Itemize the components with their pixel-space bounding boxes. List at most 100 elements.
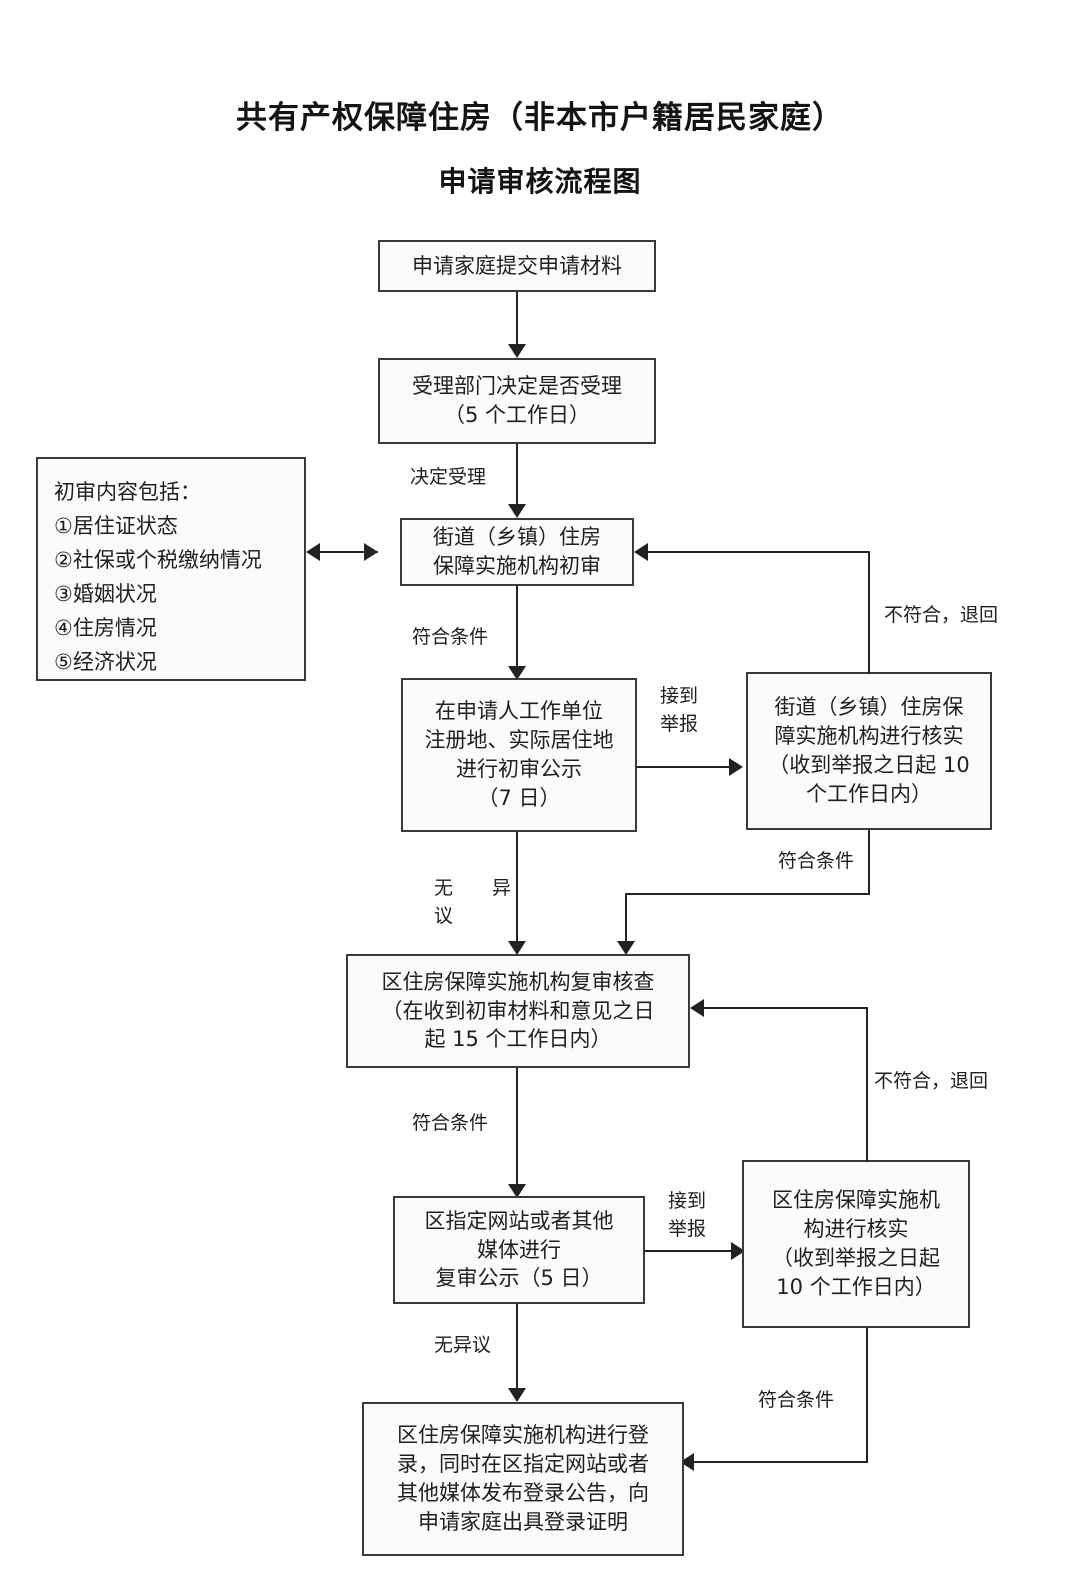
node-district-verify-line-2: 构进行核实 bbox=[803, 1217, 909, 1242]
note-item-3: ③婚姻状况 bbox=[54, 582, 157, 607]
node-district-verify-line-1: 区住房保障实施机 bbox=[772, 1188, 940, 1213]
node-district-verify-line-4: 10 个工作日内） bbox=[776, 1274, 936, 1299]
edge-label-meets-4-text: 符合条件 bbox=[758, 1389, 835, 1411]
node-registration-line-1: 区住房保障实施机构进行登 bbox=[397, 1423, 649, 1448]
arrowhead-district-to-second-publicity bbox=[508, 1184, 526, 1198]
node-street-verify-line-1: 街道（乡镇）住房保 bbox=[774, 695, 964, 720]
node-street-verify-line-3: （收到举报之日起 10 bbox=[768, 753, 970, 777]
node-second-publicity-line-1: 区指定网站或者其他 bbox=[424, 1208, 614, 1233]
node-second-publicity-line-2: 媒体进行 bbox=[477, 1237, 561, 1262]
connector-reject-2-vertical bbox=[866, 1007, 868, 1162]
node-district-review-line-3: 起 15 个工作日内） bbox=[424, 1027, 612, 1052]
node-first-publicity: 在申请人工作单位 注册地、实际居住地 进行初审公示 （7 日） bbox=[401, 678, 637, 832]
node-second-publicity-line-3: 复审公示（5 日） bbox=[435, 1266, 603, 1291]
note-item-2: ②社保或个税缴纳情况 bbox=[54, 548, 262, 573]
edge-label-no-objection-2: 无异议 bbox=[434, 1332, 491, 1360]
node-street-review-line-1: 街道（乡镇）住房 bbox=[433, 525, 601, 550]
node-first-publicity-line-1: 在申请人工作单位 bbox=[435, 699, 603, 724]
node-street-verification: 街道（乡镇）住房保 障实施机构进行核实 （收到举报之日起 10 个工作日内） bbox=[746, 672, 992, 830]
connector-meets-4-horizontal bbox=[694, 1461, 868, 1463]
note-item-5: ⑤经济状况 bbox=[54, 650, 157, 675]
connector-no-objection-1 bbox=[516, 832, 518, 943]
arrowhead-note-side bbox=[306, 543, 320, 561]
edge-label-no-objection-1a-text: 无 异 bbox=[434, 877, 522, 899]
connector-submit-to-accept bbox=[516, 292, 518, 346]
arrowhead-publicity-to-street-verify bbox=[729, 758, 743, 776]
connector-reject-1-horizontal bbox=[648, 551, 870, 553]
edge-label-report-received-2: 接到 举报 bbox=[668, 1188, 706, 1243]
node-district-verification: 区住房保障实施机 构进行核实 （收到举报之日起 10 个工作日内） bbox=[742, 1160, 970, 1328]
edge-label-meets-1-text: 符合条件 bbox=[412, 626, 489, 648]
edge-label-reject-2-text: 不符合，退回 bbox=[874, 1070, 989, 1092]
edge-label-meets-condition-2: 符合条件 bbox=[778, 848, 854, 876]
connector-no-objection-2 bbox=[516, 1304, 518, 1390]
node-district-review-line-1: 区住房保障实施机构复审核查 bbox=[381, 969, 655, 994]
arrowhead-reject-1 bbox=[634, 543, 648, 561]
arrowhead-second-publicity-to-district-verify bbox=[731, 1242, 745, 1260]
node-registration-line-4: 申请家庭出具登录证明 bbox=[418, 1509, 628, 1534]
node-street-verify-line-2: 障实施机构进行核实 bbox=[774, 724, 964, 749]
node-second-publicity: 区指定网站或者其他 媒体进行 复审公示（5 日） bbox=[393, 1196, 645, 1304]
node-district-review-line-2: （在收到初审材料和意见之日 bbox=[381, 998, 655, 1023]
page-title-main: 共有产权保障住房（非本市户籍居民家庭） bbox=[236, 100, 844, 136]
edge-label-report-2b-text: 举报 bbox=[668, 1217, 707, 1240]
page-title-sub: 申请审核流程图 bbox=[438, 165, 642, 198]
node-registration-line-2: 录，同时在区指定网站或者 bbox=[397, 1452, 649, 1477]
node-street-initial-review: 街道（乡镇）住房 保障实施机构初审 bbox=[400, 518, 634, 586]
edge-label-report-received-1: 接到 举报 bbox=[660, 683, 698, 738]
edge-label-reject-1-text: 不符合，退回 bbox=[884, 604, 999, 626]
connector-reject-2-horizontal bbox=[704, 1007, 868, 1009]
connector-reject-1-vertical bbox=[868, 551, 870, 674]
node-submit-line-1: 申请家庭提交申请材料 bbox=[412, 253, 622, 278]
connector-meets-4-vertical bbox=[866, 1328, 868, 1461]
arrowhead-submit-to-accept bbox=[508, 344, 526, 358]
node-street-review-line-2: 保障实施机构初审 bbox=[433, 554, 601, 578]
note-initial-review-contents: 初审内容包括： ①居住证状态 ②社保或个税缴纳情况 ③婚姻状况 ④住房情况 ⑤经… bbox=[36, 457, 306, 681]
edge-label-report-1b-text: 举报 bbox=[660, 712, 699, 735]
node-district-recheck: 区住房保障实施机构复审核查 （在收到初审材料和意见之日 起 15 个工作日内） bbox=[346, 954, 690, 1068]
node-first-publicity-line-4: （7 日） bbox=[477, 785, 561, 810]
arrowhead-accept-to-street bbox=[508, 504, 526, 518]
edge-label-reject-2: 不符合，退回 bbox=[874, 1068, 988, 1096]
edge-label-decide-accept-text: 决定受理 bbox=[410, 466, 487, 488]
edge-label-reject-1: 不符合，退回 bbox=[884, 602, 998, 630]
arrowhead-no-objection-2 bbox=[508, 1388, 526, 1402]
note-heading: 初审内容包括： bbox=[54, 480, 201, 504]
edge-label-meets-3-text: 符合条件 bbox=[412, 1112, 489, 1134]
node-accept-line-2: （5 个工作日） bbox=[443, 403, 591, 427]
edge-label-report-1a-text: 接到 bbox=[660, 685, 699, 707]
edge-label-no-objection-1: 无 异 议 bbox=[434, 875, 521, 930]
connector-meets-2-horizontal bbox=[625, 893, 870, 895]
arrowhead-no-objection-1 bbox=[508, 941, 526, 955]
edge-label-report-2a-text: 接到 bbox=[668, 1190, 707, 1212]
node-district-verify-line-3: （收到举报之日起 bbox=[772, 1246, 940, 1270]
connector-second-publicity-to-district-verify bbox=[645, 1250, 735, 1252]
connector-publicity-to-street-verify bbox=[637, 766, 733, 768]
node-accept-decision: 受理部门决定是否受理 （5 个工作日） bbox=[378, 358, 656, 444]
node-registration-line-3: 其他媒体发布登录公告，向 bbox=[397, 1481, 649, 1505]
edge-label-no-objection-1b-text: 议 bbox=[434, 904, 454, 927]
note-item-4: ④住房情况 bbox=[54, 616, 157, 641]
node-accept-line-1: 受理部门决定是否受理 bbox=[412, 374, 622, 399]
node-street-verify-line-4: 个工作日内） bbox=[806, 781, 932, 806]
edge-label-meets-condition-4: 符合条件 bbox=[758, 1387, 834, 1415]
connector-district-to-second-publicity bbox=[516, 1068, 518, 1186]
connector-accept-to-street bbox=[516, 444, 518, 506]
edge-label-decide-accept: 决定受理 bbox=[410, 464, 486, 492]
edge-label-no-objection-2-text: 无异议 bbox=[434, 1334, 492, 1356]
node-registration: 区住房保障实施机构进行登 录，同时在区指定网站或者 其他媒体发布登录公告，向 申… bbox=[362, 1402, 684, 1556]
arrowhead-street-to-publicity bbox=[508, 666, 526, 680]
arrowhead-street-side bbox=[364, 543, 378, 561]
edge-label-meets-condition-3: 符合条件 bbox=[412, 1110, 488, 1138]
arrowhead-meets-2 bbox=[617, 941, 635, 955]
node-first-publicity-line-2: 注册地、实际居住地 bbox=[424, 728, 614, 753]
node-submit-application: 申请家庭提交申请材料 bbox=[378, 240, 656, 292]
connector-meets-2-vertical-right bbox=[868, 830, 870, 893]
connector-note-to-street bbox=[320, 551, 378, 553]
node-first-publicity-line-3: 进行初审公示 bbox=[456, 757, 582, 781]
connector-street-to-publicity bbox=[516, 586, 518, 668]
arrowhead-reject-2 bbox=[690, 999, 704, 1017]
edge-label-meets-2-text: 符合条件 bbox=[778, 850, 855, 872]
connector-meets-2-vertical-left bbox=[625, 893, 627, 943]
